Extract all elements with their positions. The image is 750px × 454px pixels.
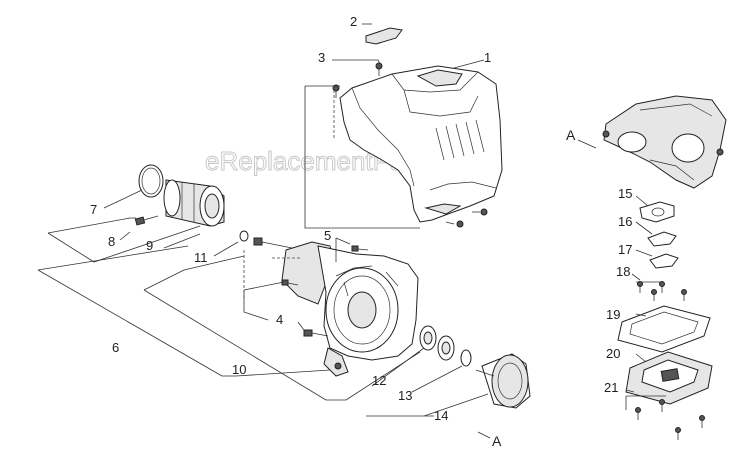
clutch-housing: [163, 179, 225, 227]
bearings: [419, 325, 455, 361]
crankcase-housing: [281, 241, 419, 377]
screws-18: [637, 281, 687, 301]
gasket-19: [617, 305, 711, 353]
screws-21: [635, 399, 705, 440]
label-4: 4: [276, 312, 283, 327]
cover-screws: [332, 62, 488, 228]
label-17: 17: [618, 242, 632, 257]
leader-lines-top: [304, 23, 485, 229]
gasket-15: [639, 201, 675, 223]
label-5: 5: [324, 228, 331, 243]
engine-cover-shroud: [339, 65, 503, 223]
label-ref-a-top: A: [566, 127, 576, 143]
leader-lines-middle: [143, 237, 351, 401]
label-2: 2: [350, 14, 357, 29]
label-3: 3: [318, 50, 325, 65]
label-14: 14: [434, 408, 448, 423]
label-1: 1: [484, 50, 491, 65]
leader-lines-lower: [345, 347, 491, 439]
circlip-ring: [138, 164, 164, 198]
label-ref-a-bottom: A: [492, 433, 502, 449]
label-12: 12: [372, 373, 386, 388]
bearing-clip: [460, 349, 472, 367]
plate-17: [649, 253, 679, 269]
label-7: 7: [90, 202, 97, 217]
label-19: 19: [606, 307, 620, 322]
label-18: 18: [616, 264, 630, 279]
label-15: 15: [618, 186, 632, 201]
label-20: 20: [606, 346, 620, 361]
clutch-drum: [475, 353, 531, 409]
label-8: 8: [108, 234, 115, 249]
plate-16: [647, 231, 677, 247]
leader-a-top: [577, 139, 597, 149]
o-ring: [239, 230, 249, 242]
label-11: 11: [194, 250, 208, 265]
callout-labels: 1 2 3 4 5 6 7 8 9 10 11 12 13 14 15 16 1…: [90, 14, 632, 449]
leader-lines-left: [37, 189, 236, 377]
housing-bolts: [253, 237, 369, 337]
cover-cap: [365, 27, 403, 45]
label-10: 10: [232, 362, 246, 377]
label-21: 21: [604, 380, 618, 395]
leader-lines-right: [625, 195, 653, 393]
reed-valve-20: [625, 351, 713, 405]
label-13: 13: [398, 388, 412, 403]
label-16: 16: [618, 214, 632, 229]
label-9: 9: [146, 238, 153, 253]
label-6: 6: [112, 340, 119, 355]
crankcase-ref-a: [602, 95, 727, 189]
small-bolt: [134, 215, 159, 226]
